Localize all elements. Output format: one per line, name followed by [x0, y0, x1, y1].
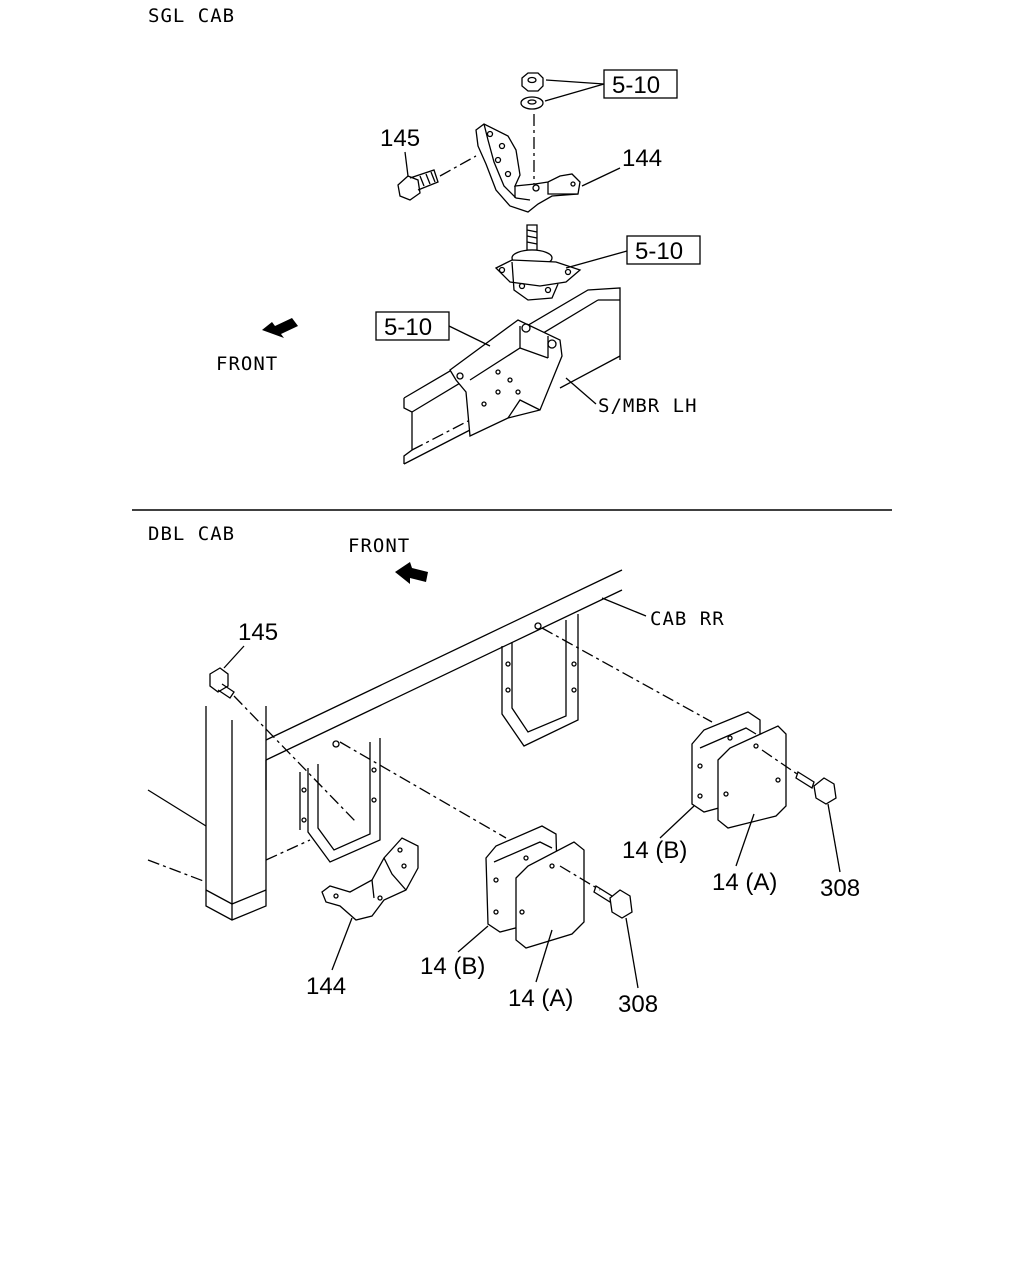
bracket-label-sgl: 144: [622, 145, 662, 172]
side-member-label-group: S/MBR LH: [565, 377, 698, 417]
pad-b-right-label: 14 (B): [622, 837, 687, 864]
front-arrow-dbl: [395, 562, 428, 584]
frame-bracket-part: [449, 319, 563, 437]
bracket-label-dbl: 144: [306, 973, 346, 1000]
pad-set-left: 14 (B) 14 (A) 308: [339, 741, 658, 1018]
bracket-part-dbl: 144: [306, 837, 419, 1000]
frame-post: [147, 706, 311, 921]
side-member-label: S/MBR LH: [598, 395, 698, 417]
cab-rr-label-group: CAB RR: [601, 597, 725, 630]
sgl-cab-title: SGL CAB: [148, 5, 235, 27]
screw-left-label: 308: [618, 991, 658, 1018]
ref-bracket-label: 5-10: [384, 314, 432, 341]
bolt-part-dbl: 145: [209, 619, 357, 823]
bracket-part-sgl: 144: [475, 123, 662, 213]
ref-box-nut: 5-10: [544, 69, 678, 102]
dbl-cab-title: DBL CAB: [148, 523, 235, 545]
front-label-dbl: FRONT: [348, 535, 410, 557]
cab-rear-member: [265, 569, 623, 863]
dbl-cab-section: DBL CAB FRONT CAB RR: [147, 523, 860, 1018]
ref-nut-label: 5-10: [612, 72, 660, 99]
pad-a-left-label: 14 (A): [508, 985, 573, 1012]
pad-a-right-label: 14 (A): [712, 869, 777, 896]
front-arrow-sgl: FRONT: [216, 318, 298, 375]
pad-set-right: 14 (B) 14 (A) 308: [541, 627, 860, 902]
ref-box-mount: 5-10: [565, 235, 701, 269]
bolt-label-sgl: 145: [380, 125, 420, 152]
screw-right-label: 308: [820, 875, 860, 902]
rubber-mount-part: [494, 224, 582, 301]
pad-b-left-label: 14 (B): [420, 953, 485, 980]
cab-rr-label: CAB RR: [650, 608, 725, 630]
ref-mount-label: 5-10: [635, 238, 683, 265]
front-label-sgl: FRONT: [216, 353, 278, 375]
sgl-cab-section: SGL CAB 5-10 145: [148, 5, 701, 465]
bolt-part-sgl: 145: [380, 125, 477, 201]
ref-box-bracket: 5-10: [375, 311, 491, 347]
bolt-label-dbl: 145: [238, 619, 278, 646]
nut-washer-part: [520, 72, 544, 185]
